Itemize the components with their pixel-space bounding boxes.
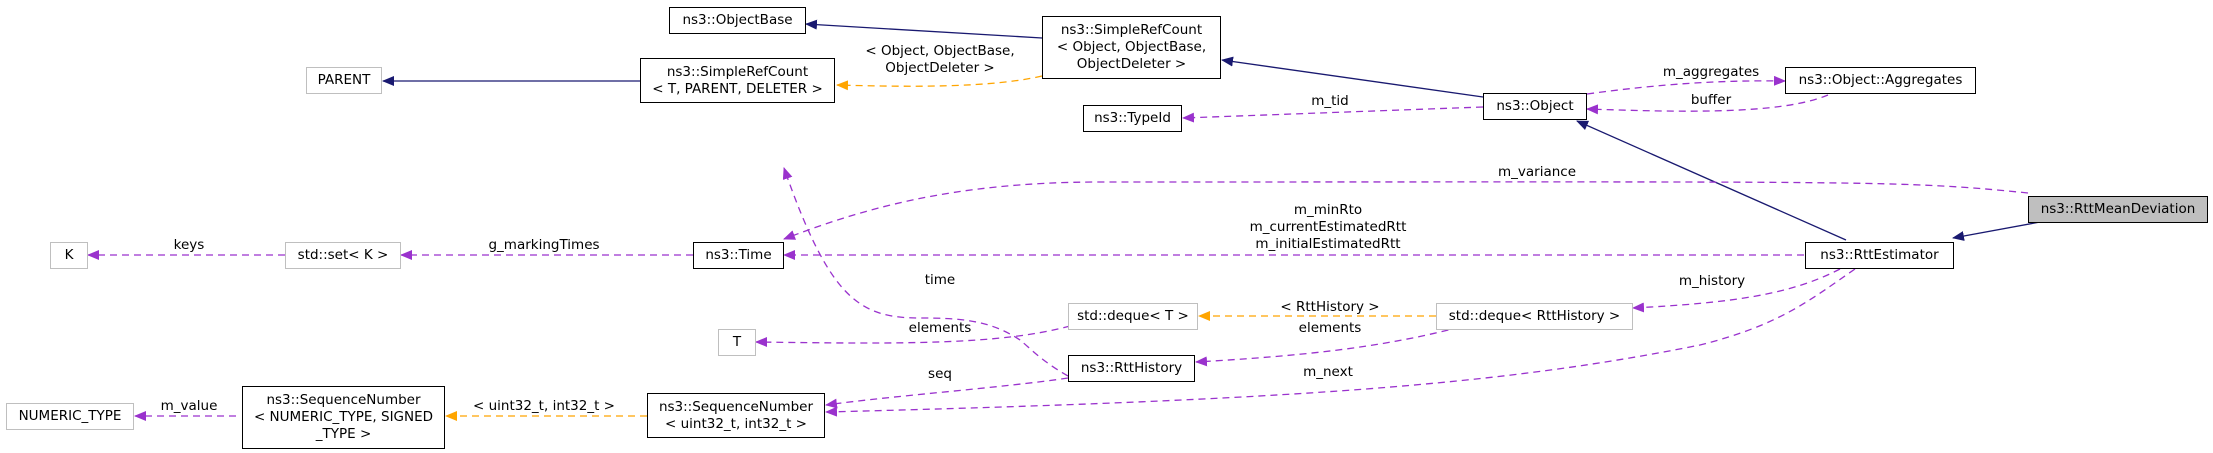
node-parent[interactable]: PARENT <box>306 67 382 94</box>
label-template-object-2: ObjectDeleter > <box>885 60 994 76</box>
edge-seq <box>825 377 1069 409</box>
edge-rttmeandeviation-to-rttestimator <box>1952 221 2041 241</box>
label-seq: seq <box>928 366 952 382</box>
edge-m-variance <box>783 181 2029 240</box>
edge-simplerefcount-to-objectbase <box>805 19 1043 39</box>
label-time-members-3: m_initialEstimatedRtt <box>1255 236 1400 252</box>
edge-buffer <box>1586 94 1829 115</box>
node-time[interactable]: ns3::Time <box>693 242 784 269</box>
node-sequence-number-template[interactable]: ns3::SequenceNumber < NUMERIC_TYPE, SIGN… <box>242 386 445 449</box>
node-simple-ref-count-template[interactable]: ns3::SimpleRefCount < T, PARENT, DELETER… <box>640 58 835 103</box>
node-deque-rtt-history[interactable]: std::deque< RttHistory > <box>1436 303 1633 330</box>
label-keys: keys <box>174 237 205 253</box>
label-time: time <box>925 272 956 288</box>
node-type-id[interactable]: ns3::TypeId <box>1083 105 1182 132</box>
node-sequence-number[interactable]: ns3::SequenceNumber < uint32_t, int32_t … <box>647 393 825 438</box>
node-object-base[interactable]: ns3::ObjectBase <box>669 7 806 34</box>
node-simple-ref-count-object[interactable]: ns3::SimpleRefCount < Object, ObjectBase… <box>1042 16 1221 79</box>
edge-object-to-simplerefcount <box>1221 56 1484 98</box>
node-object[interactable]: ns3::Object <box>1483 93 1587 120</box>
node-set-k[interactable]: std::set< K > <box>285 242 401 269</box>
node-rtt-estimator[interactable]: ns3::RttEstimator <box>1805 242 1954 269</box>
label-template-object-1: < Object, ObjectBase, <box>865 43 1014 59</box>
node-rtt-history[interactable]: ns3::RttHistory <box>1068 355 1195 382</box>
label-g-marking-times: g_markingTimes <box>488 237 599 253</box>
node-object-aggregates[interactable]: ns3::Object::Aggregates <box>1785 67 1976 94</box>
label-elements-t: elements <box>909 320 972 336</box>
node-numeric-type[interactable]: NUMERIC_TYPE <box>6 403 134 430</box>
node-k[interactable]: K <box>50 242 88 269</box>
label-m-aggregates: m_aggregates <box>1663 64 1759 80</box>
node-t[interactable]: T <box>718 329 756 356</box>
edge-elements-deque <box>1195 326 1461 367</box>
edge-m-history <box>1632 268 1841 313</box>
edge-template-simplerefcount <box>836 75 1043 91</box>
edge-time <box>782 167 1069 377</box>
edge-m-aggregates <box>1586 75 1786 95</box>
label-template-uint32: < uint32_t, int32_t > <box>473 398 615 414</box>
node-deque-t[interactable]: std::deque< T > <box>1068 303 1198 330</box>
label-buffer: buffer <box>1691 92 1732 108</box>
label-template-rtt-history: < RttHistory > <box>1280 299 1379 315</box>
label-m-history: m_history <box>1679 273 1745 289</box>
label-m-next: m_next <box>1303 364 1353 380</box>
node-rtt-mean-deviation[interactable]: ns3::RttMeanDeviation <box>2028 196 2208 223</box>
edge-m-tid <box>1182 106 1484 123</box>
label-m-variance: m_variance <box>1498 164 1576 180</box>
label-m-value: m_value <box>161 398 218 414</box>
label-m-tid: m_tid <box>1311 93 1349 109</box>
label-time-members-2: m_currentEstimatedRtt <box>1250 219 1407 235</box>
edge-m-next <box>825 268 1856 417</box>
edge-rttestimator-to-object <box>1576 120 1847 241</box>
label-elements-deque: elements <box>1299 320 1362 336</box>
label-time-members-1: m_minRto <box>1294 202 1362 218</box>
